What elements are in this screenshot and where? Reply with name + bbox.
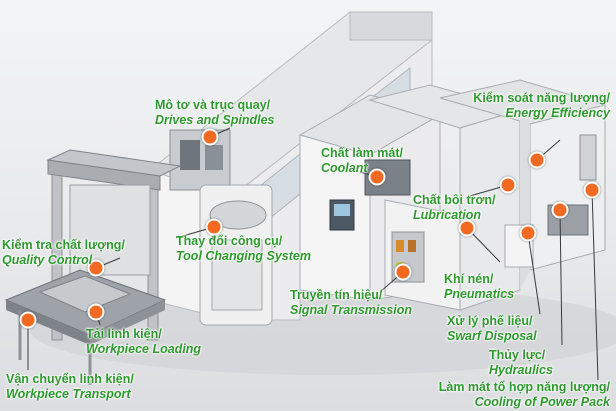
label-en: Cooling of Power Pack [474,395,610,409]
leader-line [591,189,599,381]
label-pneumatics: Khí nén/ Pneumatics [444,272,514,302]
marker-swarf [519,224,537,242]
marker-signal [394,263,412,281]
label-coolant: Chất làm mát/ Coolant [321,146,403,176]
power-pack-door [504,224,534,268]
gantry-housing [69,184,151,276]
marker-transport [19,311,37,329]
label-vi: Vận chuyển linh kiện/ [6,372,134,386]
label-transport: Vận chuyển linh kiện/ Workpiece Transpor… [6,372,134,402]
label-vi: Chất làm mát/ [321,146,403,160]
label-en: Hydraulics [489,363,553,377]
control-panel-screen [334,204,350,216]
label-tool: Thay đổi công cụ/ Tool Changing System [176,234,311,264]
label-signal: Truyền tín hiệu/ Signal Transmission [290,288,412,318]
marker-tool [205,218,223,236]
label-drives: Mô tơ và trục quay/ Drives and Spindles [155,98,274,128]
marker-powerpack [583,181,601,199]
energy-meter [579,134,597,181]
leader-line [559,209,563,346]
gantry-top-beam [46,149,182,177]
label-quality: Kiểm tra chất lượng/ Quality Control [2,238,125,268]
label-swarf: Xử lý phế liệu/ Swarf Disposal [447,314,537,344]
label-en: Energy Efficiency [505,106,610,120]
lube-container [396,240,404,252]
label-hydraulics: Thủy lực/ Hydraulics [489,348,553,378]
label-energy: Kiểm soát năng lượng/ Energy Efficiency [440,91,610,121]
label-loading: Tải linh kiện/ Workpiece Loading [86,327,201,357]
label-vi: Khí nén/ [444,272,494,286]
label-vi: Mô tơ và trục quay/ [155,98,271,112]
marker-drives [201,128,219,146]
label-vi: Tải linh kiện/ [86,327,162,341]
enclosure-roof-ridge [349,11,433,41]
label-vi: Kiểm soát năng lượng/ [473,91,610,105]
label-en: Lubrication [413,208,482,222]
coolant-pump [364,159,411,196]
label-en: Quality Control [2,253,93,267]
label-en: Workpiece Transport [6,387,131,401]
marker-lubrication [499,176,517,194]
label-en: Signal Transmission [290,303,413,317]
floor-shadow [30,285,616,375]
label-vi: Xử lý phế liệu/ [447,314,533,328]
marker-pneumatics [458,219,476,237]
marker-coolant [368,168,386,186]
workpiece-pallet [38,275,132,313]
marker-energy [528,151,546,169]
label-en: Coolant [321,161,368,175]
leader-line [527,232,541,315]
lube-container [408,240,416,252]
label-powerpack: Làm mát tổ hợp năng lượng/ Cooling of Po… [400,380,610,410]
conveyor-side [6,300,90,345]
label-lubrication: Chất bôi trơn/ Lubrication [413,193,496,223]
tool-changer-door [211,239,263,311]
label-en: Tool Changing System [176,249,311,263]
spindle-motor [180,140,200,170]
label-vi: Thủy lực/ [489,348,546,362]
marker-loading [87,303,105,321]
tool-magazine [209,200,267,230]
marker-hydraulics [551,201,569,219]
label-en: Workpiece Loading [86,342,202,356]
marker-quality [87,259,105,277]
label-vi: Kiểm tra chất lượng/ [2,238,125,252]
label-en: Swarf Disposal [447,329,537,343]
label-vi: Thay đổi công cụ/ [176,234,283,248]
conveyor-side [90,300,165,345]
label-vi: Làm mát tổ hợp năng lượng/ [438,380,610,394]
label-vi: Truyền tín hiệu/ [290,288,383,302]
label-en: Pneumatics [444,287,515,301]
spindle-motor [205,145,223,170]
label-vi: Chất bôi trơn/ [413,193,496,207]
label-en: Drives and Spindles [155,113,275,127]
